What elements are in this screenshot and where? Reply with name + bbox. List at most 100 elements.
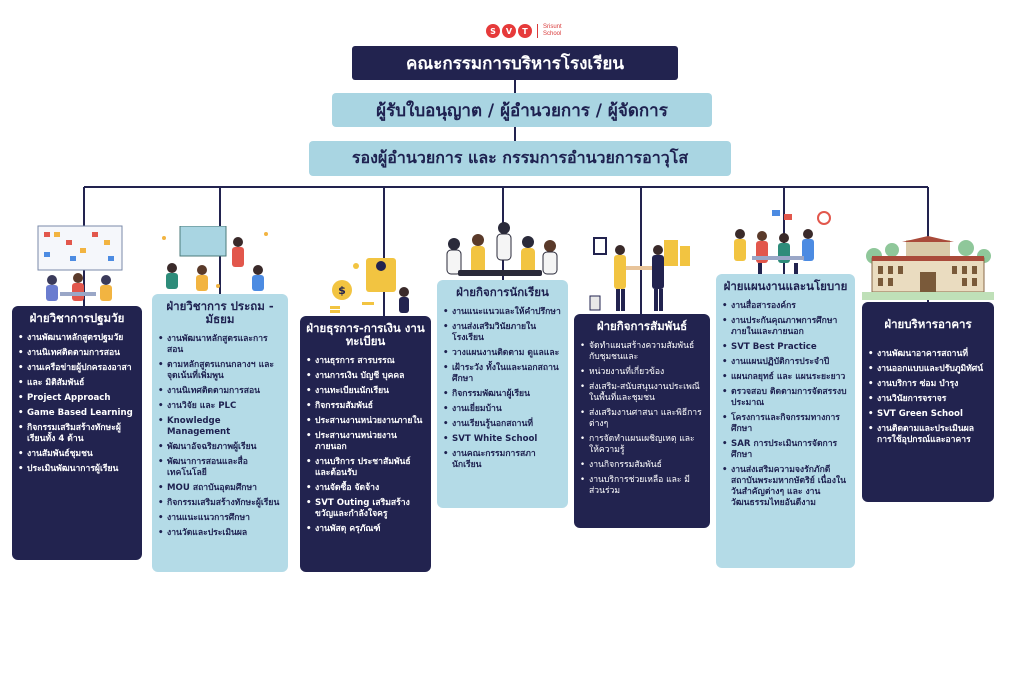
dept-title: ฝ่ายวิชาการปฐมวัย [29, 311, 125, 325]
licensee-banner: ผู้รับใบอนุญาต / ผู้อำนวยการ / ผู้จัดการ [332, 93, 712, 127]
academic-classroom-illustration [162, 226, 268, 291]
list-item: งานนิเทศติดตามการสอน [18, 348, 136, 359]
list-item: กิจกรรมพัฒนาผู้เรียน [443, 389, 562, 400]
list-item: กิจกรรมเสริมสร้างทักษะผู้เรียน [158, 498, 282, 509]
list-item: พัฒนาการสอนและสื่อเทคโนโลยี [158, 457, 282, 479]
list-item: งานบริการ ซ่อม บำรุง [868, 379, 988, 390]
dept-administration-finance: ฝ่ายธุรการ-การเงิน งานทะเบียน งานธุรการ … [300, 316, 431, 572]
list-item: งานพัฒนาหลักสูตรและการสอน [158, 334, 282, 356]
list-item: งานสื่อสารองค์กร [722, 301, 849, 312]
logo-letter-v: V [502, 24, 516, 38]
student-affairs-illustration [446, 222, 558, 276]
list-item: SVT Green School [868, 409, 988, 420]
list-item: งานติดตามและประเมินผลการใช้อุปกรณ์และอาค… [868, 424, 988, 446]
list-item: ส่งเสริมงานศาสนา และพิธีการต่างๆ [580, 408, 704, 430]
list-item: งานแนะแนวและให้คำปรึกษา [443, 307, 562, 318]
list-item: งานวัดและประเมินผล [158, 528, 282, 539]
dept-title: ฝ่ายธุรการ-การเงิน งานทะเบียน [306, 321, 425, 348]
list-item: งานพัฒนาอาคารสถานที่ [868, 349, 988, 360]
logo-name-line-1: Srisunt [543, 24, 562, 30]
list-item: งานคณะกรรมการสภานักเรียน [443, 449, 562, 471]
list-item: งานออกแบบและปรับภูมิทัศน์ [868, 364, 988, 375]
list-item: จัดทำแผนสร้างความสัมพันธ์กับชุมชนและ [580, 341, 704, 363]
list-item: งานบริการช่วยเหลือ และ มีส่วนร่วม [580, 475, 704, 497]
list-item: งานแผนปฏิบัติการประจำปี [722, 357, 849, 368]
dept-title: ฝ่ายวิชาการ ประถม - มัธยม [166, 299, 274, 326]
list-item: SAR การประเมินการจัดการศึกษา [722, 439, 849, 461]
list-item: ตามหลักสูตรแกนกลางฯ และ จุดเน้นที่เพิ่มพ… [158, 360, 282, 382]
list-item: งานส่งเสริมความจงรักภักดี สถาบันพระมหากษ… [722, 465, 849, 509]
list-item: งานเยี่ยมบ้าน [443, 404, 562, 415]
list-item: เฝ้าระวัง ทั้งในและนอกสถานศึกษา [443, 363, 562, 385]
list-item: Project Approach [18, 393, 136, 404]
list-item: SVT Best Practice [722, 342, 849, 353]
list-item: งานทะเบียนนักเรียน [306, 386, 425, 397]
school-building-illustration [862, 236, 994, 300]
list-item: การจัดทำแผนเผชิญเหตุ และให้ความรู้ [580, 434, 704, 456]
deputy-banner: รองผู้อำนวยการ และ กรรมการอำนวยการอาวุโส [309, 141, 731, 176]
list-item: งานประกันคุณภาพการศึกษา ภายในและภายนอก [722, 316, 849, 338]
dept-task-list: งานสื่อสารองค์กร งานประกันคุณภาพการศึกษา… [722, 301, 849, 509]
dept-primary-secondary-academic: ฝ่ายวิชาการ ประถม - มัธยม งานพัฒนาหลักสู… [152, 294, 288, 572]
list-item: กิจกรรมสัมพันธ์ [306, 401, 425, 412]
list-item: งานพัสดุ ครุภัณฑ์ [306, 524, 425, 535]
list-item: งานธุรการ สารบรรณ [306, 356, 425, 367]
list-item: วางแผนงานติดตาม ดูแลและ [443, 348, 562, 359]
logo-letter-s: S [486, 24, 500, 38]
list-item: ประสานงานหน่วยงานภายนอก [306, 431, 425, 453]
list-item: งานกิจกรรมสัมพันธ์ [580, 460, 704, 471]
committee-banner: คณะกรรมการบริหารโรงเรียน [352, 46, 678, 80]
list-item: ประสานงานหน่วยงานภายใน [306, 416, 425, 427]
dept-task-list: งานพัฒนาอาคารสถานที่ งานออกแบบและปรับภูม… [868, 349, 988, 446]
svt-logo: S V T Srisunt School [486, 22, 562, 40]
dept-building-management: ฝ่ายบริหารอาคาร งานพัฒนาอาคารสถานที่ งาน… [862, 302, 994, 502]
dept-title: ฝ่ายกิจการสัมพันธ์ [596, 319, 688, 333]
list-item: พัฒนาอัจฉริยภาพผู้เรียน [158, 442, 282, 453]
finance-illustration: $ [330, 258, 409, 313]
dept-task-list: จัดทำแผนสร้างความสัมพันธ์กับชุมชนและ หน่… [580, 341, 704, 497]
list-item: งานสัมพันธ์ชุมชน [18, 449, 136, 460]
list-item: แผนกลยุทธ์ และ แผนระยะยาว [722, 372, 849, 383]
list-item: ส่งเสริม-สนับสนุนงานประเพณีในพื้นที่และช… [580, 382, 704, 404]
list-item: งานส่งเสริมวินัยภายในโรงเรียน [443, 322, 562, 344]
dept-task-list: งานแนะแนวและให้คำปรึกษา งานส่งเสริมวินัย… [443, 307, 562, 471]
dept-title: ฝ่ายบริหารอาคาร [884, 317, 972, 331]
list-item: โครงการและกิจกรรมทางการศึกษา [722, 413, 849, 435]
list-item: Knowledge Management [158, 416, 282, 438]
list-item: งานจัดซื้อ จัดจ้าง [306, 483, 425, 494]
logo-divider [537, 24, 538, 38]
list-item: SVT Outing เสริมสร้างขวัญและกำลังใจครู [306, 498, 425, 520]
list-item: งานการเงิน บัญชี บุคคล [306, 371, 425, 382]
dept-community-relations: ฝ่ายกิจการสัมพันธ์ จัดทำแผนสร้างความสัมพ… [574, 314, 710, 528]
list-item: งานวินัยการจราจร [868, 394, 988, 405]
list-item: และ มิติสัมพันธ์ [18, 378, 136, 389]
logo-letter-t: T [518, 24, 532, 38]
list-item: งานวิจัย และ PLC [158, 401, 282, 412]
list-item: MOU สถาบันอุดมศึกษา [158, 483, 282, 494]
list-item: SVT White School [443, 434, 562, 445]
dept-early-childhood-academic: ฝ่ายวิชาการปฐมวัย งานพัฒนาหลักสูตรปฐมวัย… [12, 306, 142, 560]
list-item: งานนิเทศติดตามการสอน [158, 386, 282, 397]
dept-task-list: งานพัฒนาหลักสูตรและการสอน ตามหลักสูตรแกน… [158, 334, 282, 539]
dept-student-affairs: ฝ่ายกิจการนักเรียน งานแนะแนวและให้คำปรึก… [437, 280, 568, 508]
list-item: ตรวจสอบ ติดตามการจัดสรรงบประมาณ [722, 387, 849, 409]
early-childhood-meeting-illustration [37, 225, 123, 301]
dept-planning-policy: ฝ่ายแผนงานและนโยบาย งานสื่อสารองค์กร งาน… [716, 274, 855, 568]
logo-name: Srisunt School [543, 24, 562, 38]
list-item: Game Based Learning [18, 408, 136, 419]
list-item: งานเรียนรู้นอกสถานที่ [443, 419, 562, 430]
svg-text:$: $ [338, 284, 346, 297]
dept-title: ฝ่ายแผนงานและนโยบาย [723, 279, 848, 293]
public-relations-handshake-illustration [589, 237, 690, 311]
list-item: หน่วยงานที่เกี่ยวข้อง [580, 367, 704, 378]
planning-team-illustration [734, 210, 831, 275]
list-item: งานแนะแนวการศึกษา [158, 513, 282, 524]
logo-name-line-2: School [543, 31, 562, 37]
list-item: กิจกรรมเสริมสร้างทักษะผู้เรียนทั้ง 4 ด้า… [18, 423, 136, 445]
dept-title: ฝ่ายกิจการนักเรียน [456, 285, 549, 299]
dept-task-list: งานพัฒนาหลักสูตรปฐมวัย งานนิเทศติดตามการ… [18, 333, 136, 475]
list-item: งานบริการ ประชาสัมพันธ์ และต้อนรับ [306, 457, 425, 479]
list-item: ประเมินพัฒนาการผู้เรียน [18, 464, 136, 475]
list-item: งานพัฒนาหลักสูตรปฐมวัย [18, 333, 136, 344]
dept-task-list: งานธุรการ สารบรรณ งานการเงิน บัญชี บุคคล… [306, 356, 425, 535]
